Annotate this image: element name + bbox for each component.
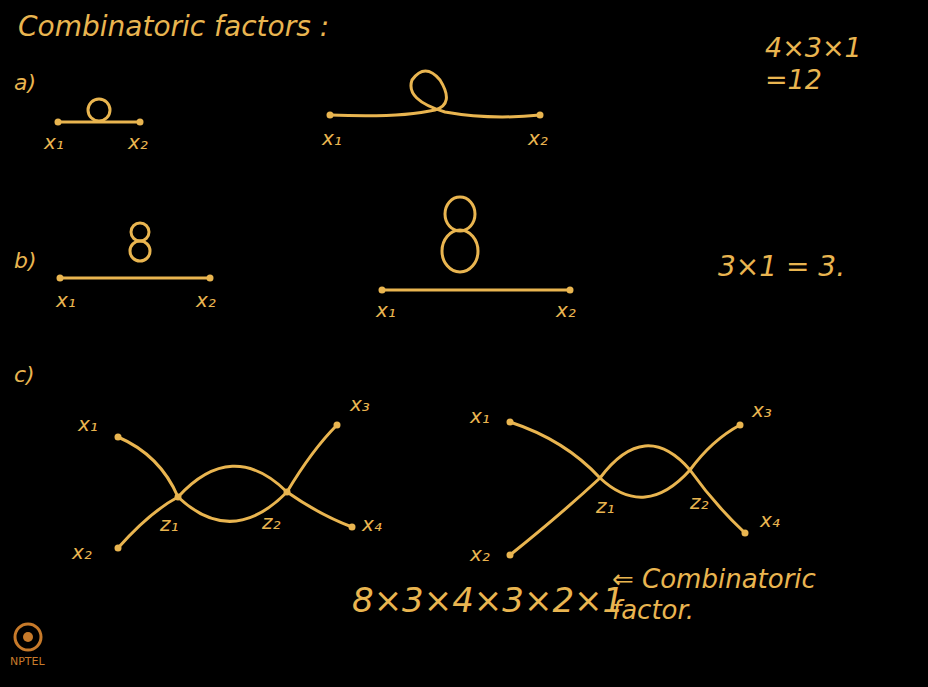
line <box>510 422 600 478</box>
point-label: x₂ <box>128 130 148 154</box>
vertex-label: z₂ <box>690 490 709 514</box>
point-label: x₂ <box>556 298 576 322</box>
line <box>118 497 178 548</box>
line <box>600 470 690 497</box>
part-label: b) <box>14 248 37 274</box>
line <box>118 437 178 497</box>
point-label: x₂ <box>72 540 92 564</box>
point-label: x₁ <box>56 288 76 312</box>
part-label: a) <box>14 70 36 96</box>
factor-note: 4×3×1 =12 <box>765 32 865 97</box>
point-label: x₁ <box>78 412 98 436</box>
propagator <box>60 277 210 280</box>
line <box>600 446 690 478</box>
factor-note: ⇐ Combinatoric factor. <box>612 564 852 626</box>
figure-eight <box>131 223 149 241</box>
line <box>287 425 337 492</box>
line <box>690 425 740 470</box>
vertex-label: z₁ <box>160 512 179 536</box>
slide-title: Combinatoric factors : <box>18 10 329 43</box>
propagator <box>382 289 570 292</box>
figure-eight <box>130 241 150 261</box>
vertex-label: z₁ <box>596 494 615 518</box>
logo-text: NPTEL <box>10 655 45 668</box>
point-label: x₁ <box>44 130 64 154</box>
point-label: x₃ <box>752 398 772 422</box>
vertex-label: z₂ <box>262 510 281 534</box>
point-label: x₁ <box>322 126 342 150</box>
figure-eight <box>442 230 478 272</box>
point-label: x₂ <box>196 288 216 312</box>
point-label: x₃ <box>350 392 370 416</box>
logo <box>15 624 41 650</box>
propagator-loop <box>330 71 540 117</box>
point-label: x₁ <box>470 404 490 428</box>
line <box>178 466 287 497</box>
point-label: x₁ <box>376 298 396 322</box>
part-label: c) <box>14 362 35 388</box>
factor-note: 3×1 = 3. <box>718 250 845 284</box>
factor-product: 8×3×4×3×2×1 <box>352 580 624 621</box>
line <box>690 470 745 533</box>
loop <box>88 99 110 121</box>
endpoint-dots <box>55 112 749 559</box>
point-label: x₂ <box>528 126 548 150</box>
point-label: x₂ <box>470 542 490 566</box>
point-label: x₄ <box>760 508 780 532</box>
line <box>510 478 600 555</box>
point-label: x₄ <box>362 512 382 536</box>
figure-eight <box>445 197 475 231</box>
line <box>287 492 352 527</box>
